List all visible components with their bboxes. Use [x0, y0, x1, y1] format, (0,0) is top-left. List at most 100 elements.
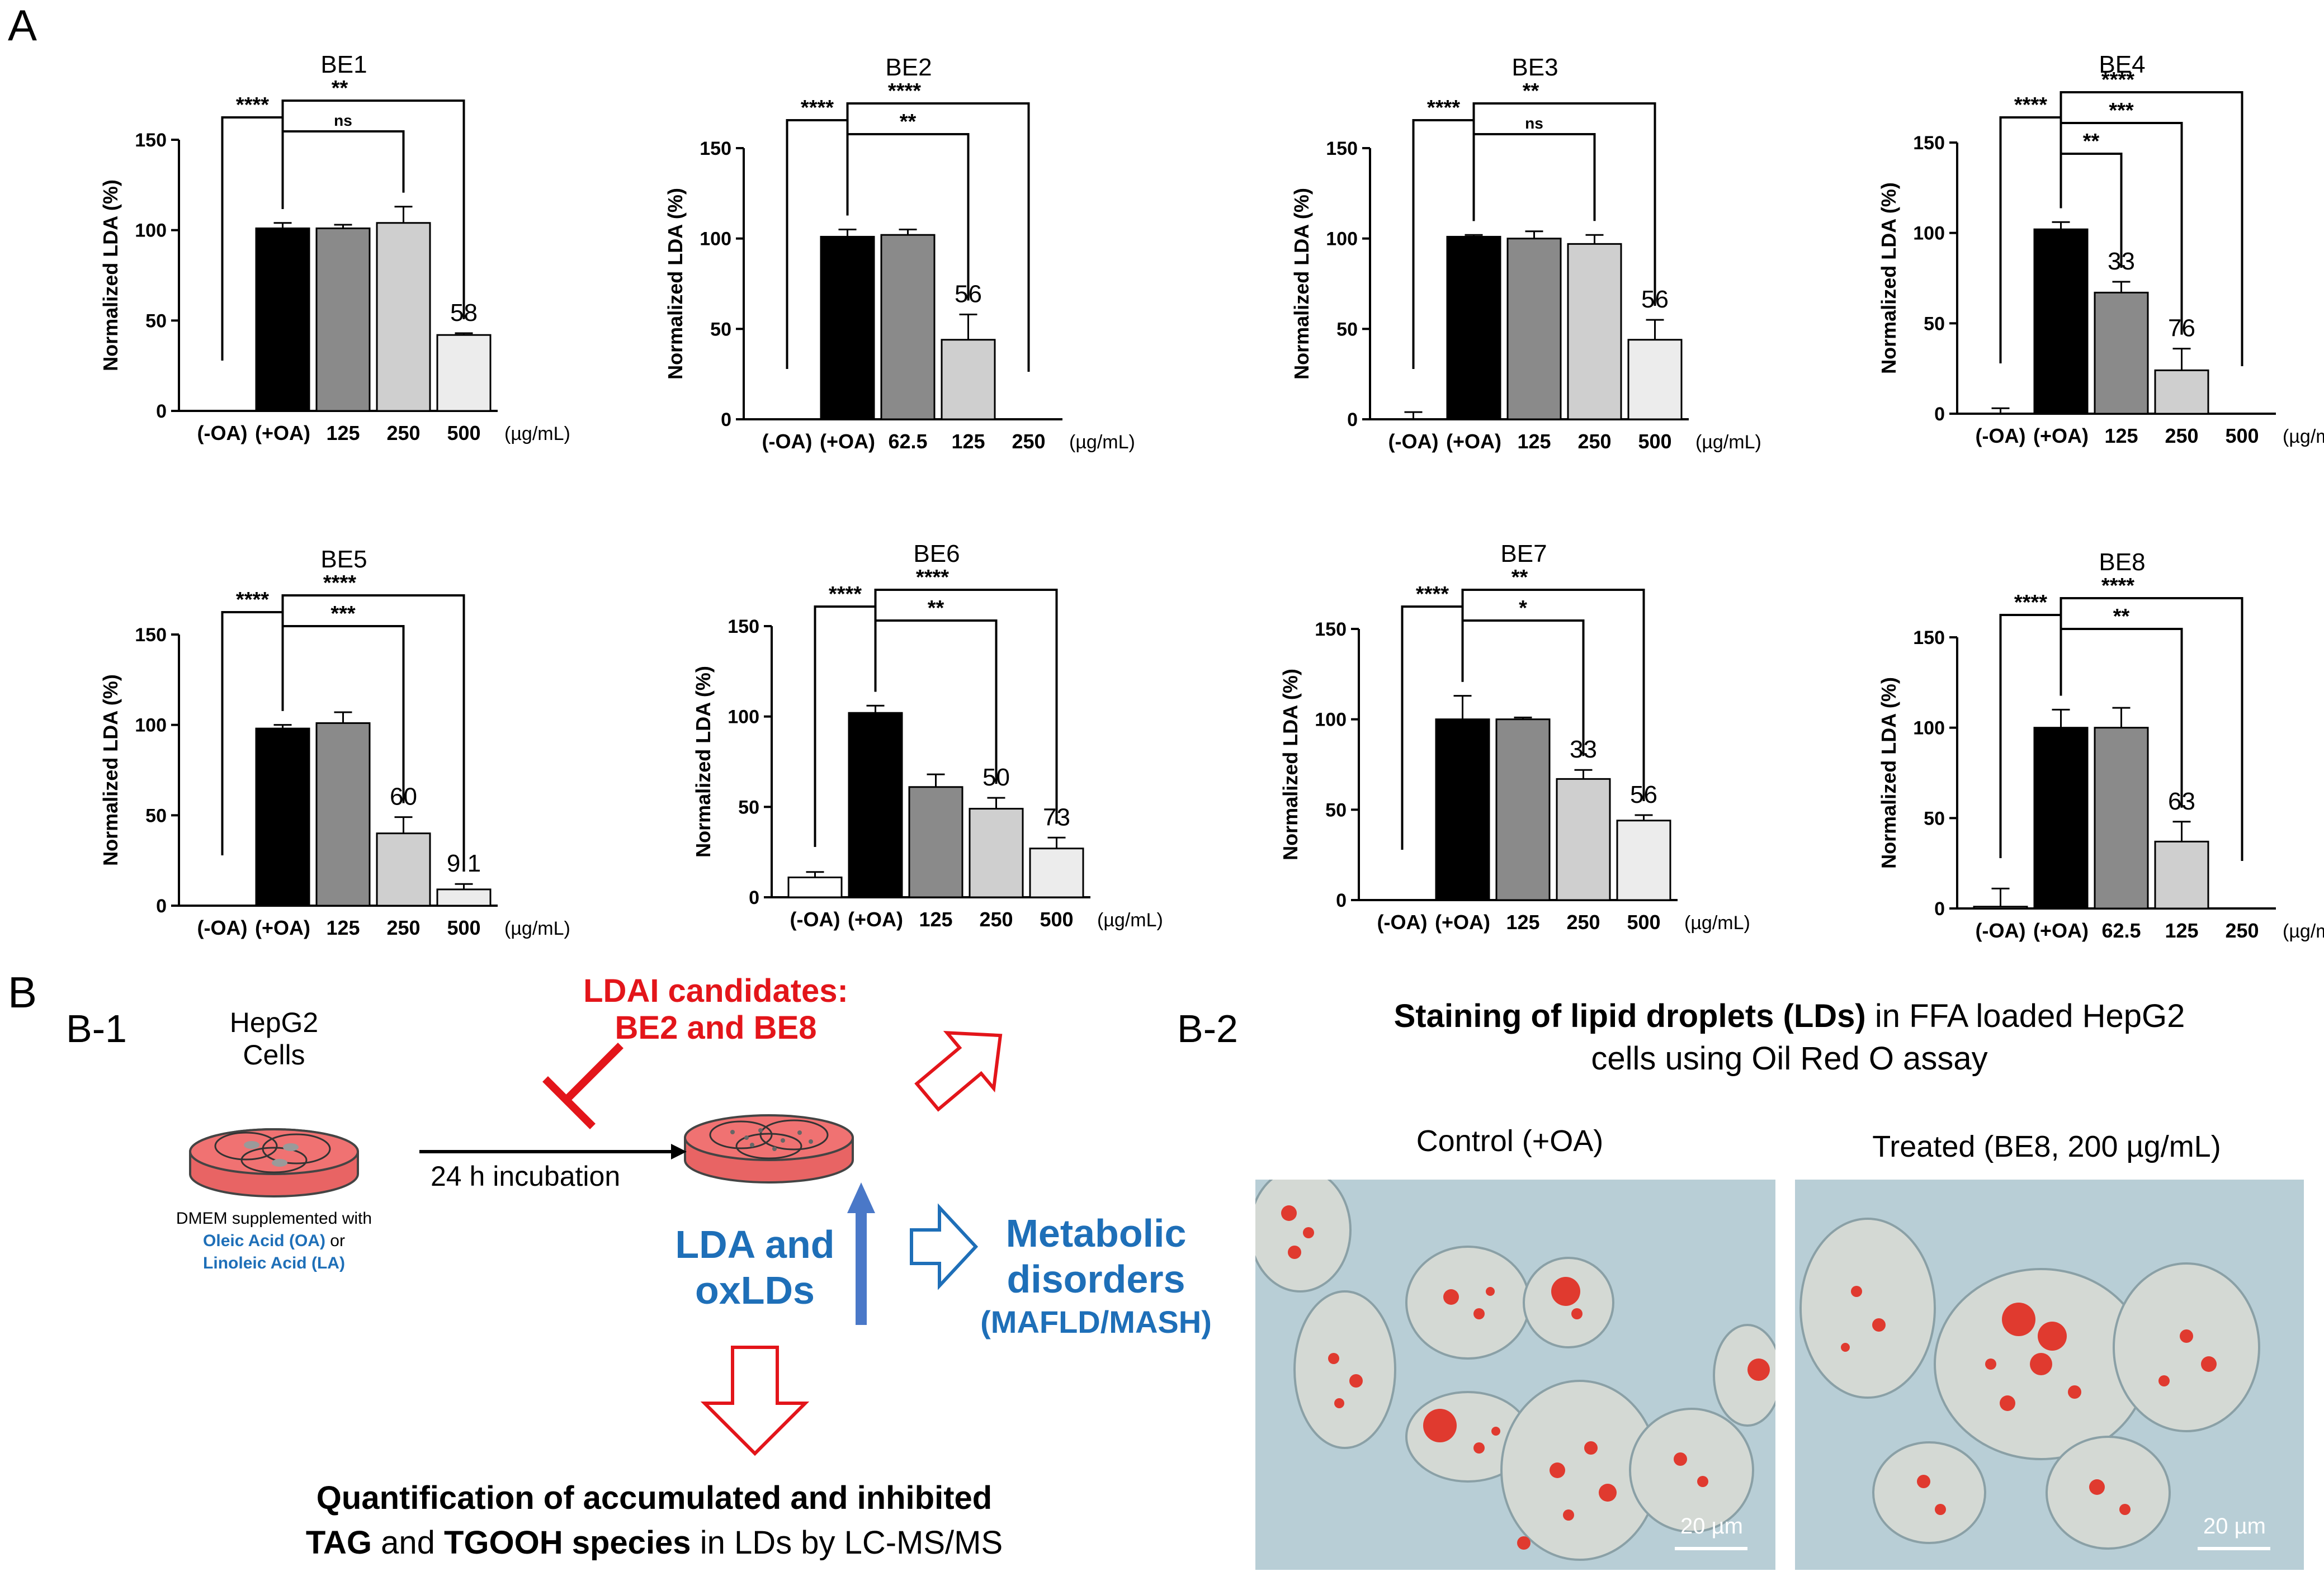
incubation-label: 24 h incubation	[431, 1161, 621, 1192]
y-tick-label: 150	[135, 624, 167, 646]
bar	[436, 888, 492, 907]
y-axis-label: Normalized LDA (%)	[1877, 677, 1900, 869]
significance-label: **	[1523, 79, 1539, 103]
bar	[255, 227, 310, 412]
bar	[315, 227, 371, 412]
bar	[1567, 243, 1622, 420]
x-tick-label: 250	[1566, 911, 1600, 934]
x-tick-label: (-OA)	[197, 422, 248, 444]
tgooh-label: TGOOH species	[443, 1525, 691, 1561]
bar	[1495, 718, 1551, 901]
x-tick-label: (+OA)	[255, 916, 310, 939]
significance-bracket	[2060, 597, 2243, 861]
treated-micrograph-image	[1795, 1180, 2304, 1570]
metabolic-line2: disorders	[1007, 1257, 1185, 1301]
significance-label: ****	[1427, 96, 1460, 120]
tag-label: TAG	[305, 1525, 372, 1561]
x-tick-label: 250	[2225, 919, 2259, 942]
y-tick-label: 50	[1336, 319, 1358, 340]
x-tick-label: (+OA)	[2033, 919, 2089, 942]
unit-label: (µg/mL)	[2283, 426, 2324, 447]
significance-label: ****	[801, 96, 834, 120]
x-tick-label: 250	[386, 422, 420, 444]
arrow-up-blue	[847, 1182, 875, 1325]
unit-label: (µg/mL)	[1695, 432, 1761, 453]
y-tick-label: 50	[738, 797, 759, 818]
bar	[1973, 906, 2028, 910]
y-tick-label: 0	[749, 887, 759, 908]
chart-title: BE3	[1511, 54, 1558, 81]
y-axis-label: Normalized LDA (%)	[99, 179, 122, 371]
y-tick-label: 150	[1315, 619, 1347, 640]
medium-line1: DMEM supplemented with	[176, 1209, 372, 1228]
bar	[941, 339, 996, 420]
bar	[255, 727, 310, 907]
significance-label: ns	[1525, 115, 1543, 132]
y-tick-label: 0	[721, 409, 731, 430]
x-tick-label: 500	[447, 916, 480, 939]
y-tick-label: 100	[1315, 709, 1347, 731]
significance-label: ****	[2014, 93, 2047, 117]
y-axis-label: Normalized LDA (%)	[1877, 182, 1900, 374]
unit-label: (µg/mL)	[504, 918, 570, 939]
b2-title-line2: cells using Oil Red O assay	[1591, 1040, 1988, 1077]
significance-bracket	[281, 130, 405, 209]
y-axis-label: Normalized LDA (%)	[1290, 188, 1313, 380]
x-tick-label: 250	[386, 916, 420, 939]
y-tick-label: 150	[1913, 132, 1945, 154]
treated-label: Treated (BE8, 200 µg/mL)	[1872, 1130, 2221, 1163]
significance-label: ****	[2014, 591, 2047, 614]
y-tick-label: 50	[710, 319, 731, 340]
x-tick-label: 125	[326, 916, 360, 939]
arrow-up-right-outline	[914, 1031, 1003, 1112]
significance-bracket	[281, 594, 465, 870]
x-tick-label: 500	[1627, 911, 1660, 934]
panel-label-a: A	[8, 1, 37, 50]
x-tick-label: 125	[1506, 911, 1539, 934]
bar	[848, 712, 903, 898]
bar	[2094, 727, 2149, 910]
b2-title: Staining of lipid droplets (LDs) in FFA …	[1275, 995, 2304, 1080]
significance-bracket	[281, 100, 465, 319]
control-micrograph-image	[1255, 1180, 1775, 1570]
x-tick-label: 125	[951, 430, 985, 453]
ldai-candidates-label: LDAI candidates: BE2 and BE8	[583, 973, 848, 1046]
bar	[1435, 718, 1490, 901]
bar	[820, 235, 875, 420]
bar	[969, 808, 1024, 898]
inhibition-symbol	[542, 1043, 623, 1129]
y-tick-label: 100	[1326, 229, 1358, 250]
metabolic-line1: Metabolic	[1005, 1211, 1187, 1255]
x-tick-label: (-OA)	[790, 908, 840, 931]
medium-line2: Oleic Acid (OA) or	[162, 1230, 386, 1252]
x-tick-label: (-OA)	[762, 430, 813, 453]
bar	[2033, 228, 2089, 415]
b2-title-line1: Staining of lipid droplets (LDs) in FFA …	[1275, 995, 2304, 1038]
y-tick-label: 50	[1924, 808, 1945, 829]
metabolic-disorders-label: Metabolic disorders (MAFLD/MASH)	[951, 1210, 1241, 1342]
x-tick-label: 125	[1517, 430, 1551, 453]
y-tick-label: 100	[135, 715, 167, 736]
or-label: or	[325, 1232, 345, 1250]
x-tick-label: 62.5	[888, 430, 927, 453]
x-tick-label: 500	[447, 422, 480, 444]
y-tick-label: 50	[1325, 799, 1347, 821]
significance-label: ****	[2101, 574, 2134, 598]
y-tick-label: 150	[700, 138, 731, 159]
scale-bar-label-treated: 20 µm	[2203, 1514, 2266, 1539]
hepg2-cells-label: HepG2 Cells	[229, 1007, 319, 1071]
y-tick-label: 50	[145, 805, 167, 826]
quantification-line2: TAG and TGOOH species in LDs by LC-MS/MS	[168, 1521, 1141, 1565]
significance-label: ****	[236, 588, 269, 612]
x-tick-label: (-OA)	[1976, 919, 2026, 942]
b2-title-rest: in FFA loaded HepG2	[1865, 998, 2185, 1034]
x-tick-label: 250	[1012, 430, 1045, 453]
significance-bracket	[1472, 102, 1656, 306]
significance-label: **	[1511, 566, 1528, 589]
metabolic-line3: (MAFLD/MASH)	[980, 1304, 1212, 1339]
y-tick-label: 0	[1934, 898, 1945, 920]
y-axis-label: Normalized LDA (%)	[99, 674, 122, 866]
chart-title: BE1	[320, 51, 367, 78]
x-tick-label: (+OA)	[820, 430, 875, 453]
